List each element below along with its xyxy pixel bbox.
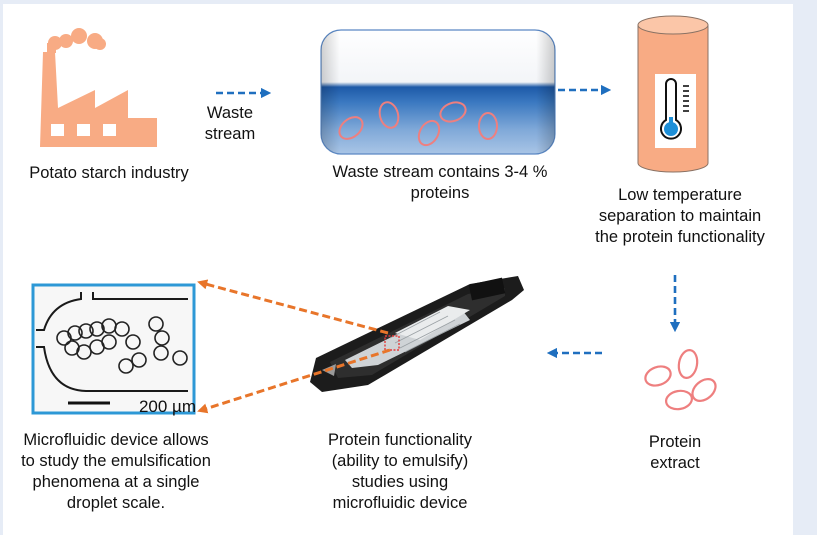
- waste-stream-arrow-label: Waste stream: [204, 104, 256, 143]
- protein-extract-icon: [644, 349, 717, 411]
- industry-label: Potato starch industry: [29, 164, 189, 182]
- waste-label-line: proteins: [410, 184, 470, 202]
- micrograph-label-line: to study the emulsification: [21, 452, 211, 470]
- separation-label-line: the protein functionality: [595, 228, 765, 246]
- thermometer-icon: [660, 78, 689, 140]
- waste-tank-icon: [320, 29, 556, 155]
- separation-label-line: Low temperature: [618, 186, 742, 204]
- device-label-line: microfluidic device: [332, 494, 468, 512]
- extract-label-line: extract: [650, 454, 700, 472]
- separation-label-line: separation to maintain: [598, 207, 762, 225]
- scale-bar-label: 200 µm: [138, 397, 196, 416]
- device-label: Protein functionality (ability to emulsi…: [300, 430, 500, 514]
- waste-label: Waste stream contains 3-4 % proteins: [305, 162, 575, 204]
- micrograph-label-line: Microfluidic device allows: [23, 431, 209, 449]
- separation-label: Low temperature separation to maintain t…: [585, 185, 775, 248]
- micrograph-label: Microfluidic device allows to study the …: [6, 430, 226, 514]
- extract-label: Protein extract: [630, 432, 720, 474]
- zoom-arrow-bottom: [197, 348, 391, 414]
- micrograph-label-line: droplet scale.: [66, 494, 166, 512]
- device-label-line: studies using: [351, 473, 449, 491]
- zoom-arrow-top: [197, 279, 389, 335]
- factory-icon: [40, 28, 157, 147]
- device-label-line: (ability to emulsify): [331, 452, 469, 470]
- waste-label-line: Waste stream contains 3-4 %: [332, 163, 548, 181]
- microfluidic-chip-icon: [310, 276, 524, 392]
- micrograph-label-line: phenomena at a single: [32, 473, 200, 491]
- droplet-micrograph: [31, 283, 196, 415]
- cold-separation-cylinder-icon: [637, 15, 709, 173]
- extract-label-line: Protein: [648, 433, 702, 451]
- device-label-line: Protein functionality: [328, 431, 472, 449]
